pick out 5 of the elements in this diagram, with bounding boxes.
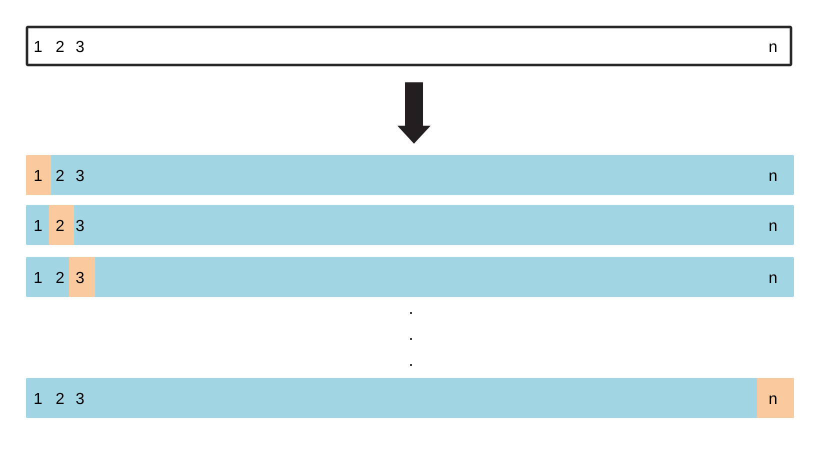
highlighted-cell: 1 [26,155,51,195]
sequence-box: 1 2 3 n [26,26,792,66]
highlighted-cell: 2 [49,205,74,245]
highlighted-cell: n [757,378,794,418]
highlighted-cell: 3 [69,257,95,297]
